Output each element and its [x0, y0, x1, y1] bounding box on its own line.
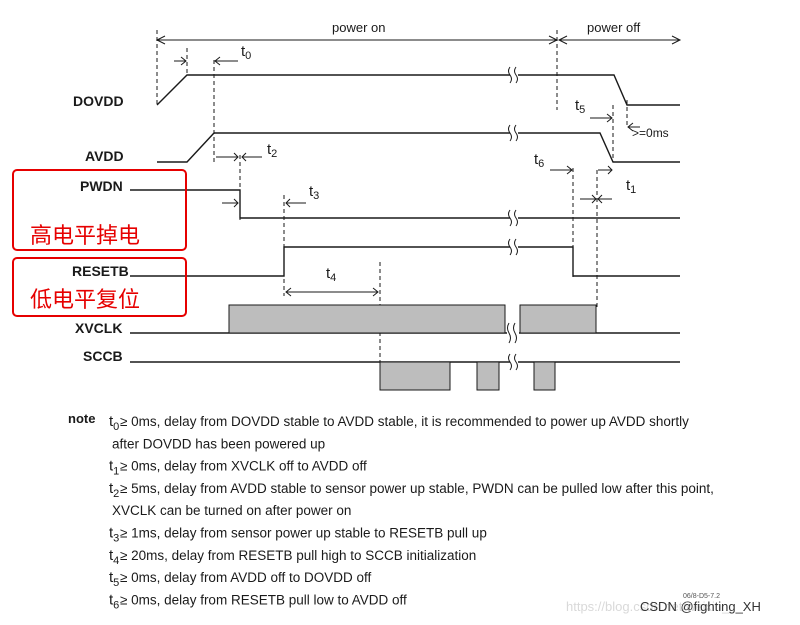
- sccb-transaction-block-2: [476, 361, 500, 391]
- note-timing-symbol: t0: [109, 413, 119, 433]
- note-timing-symbol: t1: [109, 458, 119, 478]
- xvclk-active-block-1: [228, 304, 506, 334]
- t6-left-arrowhead: [566, 165, 573, 175]
- ge0ms-label: >=0ms: [632, 126, 669, 140]
- note-timing-symbol: t4: [109, 547, 119, 567]
- signal-label-resetb: RESETB: [72, 263, 129, 279]
- signal-label-avdd: AVDD: [85, 148, 124, 164]
- timing-labels: t0 t2 t3 t4 t5 t6 t1 >=0ms: [241, 43, 669, 284]
- note-key: note: [68, 411, 95, 426]
- signal-label-sccb: SCCB: [83, 348, 123, 364]
- resetb-annotation-box: [12, 257, 187, 317]
- timing-arrows: [174, 56, 640, 297]
- note-line: ≥ 1ms, delay from sensor power up stable…: [120, 526, 487, 541]
- t4-left-arrowhead: [285, 287, 292, 297]
- t3-left-arrowhead: [233, 198, 239, 208]
- time-break-marks: [507, 66, 519, 371]
- note-line: after DOVDD has been powered up: [112, 436, 325, 451]
- t3-label: t3: [309, 183, 319, 202]
- t2-left-arrowhead: [233, 152, 239, 162]
- break-mark-dovdd: [508, 66, 518, 84]
- xvclk-active-block-2: [519, 304, 597, 334]
- signal-label-xvclk: XVCLK: [75, 320, 122, 336]
- note-line: ≥ 20ms, delay from RESETB pull high to S…: [120, 548, 476, 563]
- pwdn-annotation-text: 高电平掉电: [30, 224, 140, 249]
- waveform-dovdd: [156, 74, 510, 106]
- note-line: ≥ 0ms, delay from RESETB pull low to AVD…: [120, 592, 407, 607]
- note-line: ≥ 0ms, delay from XVCLK off to AVDD off: [120, 459, 367, 474]
- note-line: XVCLK can be turned on after power on: [112, 503, 351, 518]
- break-mark-pwdn: [508, 209, 518, 227]
- waveform-avdd-after-break: [518, 132, 680, 163]
- resetb-annotation-text: 低电平复位: [30, 288, 140, 313]
- sccb-transaction-block-3: [533, 361, 556, 391]
- t2-label: t2: [267, 141, 277, 160]
- ge0ms-arrowhead: [627, 122, 634, 132]
- t5-left-arrowhead: [606, 113, 613, 123]
- t2-right-arrowhead: [241, 152, 247, 162]
- signal-label-pwdn: PWDN: [80, 178, 123, 194]
- t3-right-arrowhead: [285, 198, 291, 208]
- t1-left-arrowhead: [597, 194, 603, 204]
- power-off-label: power off: [587, 20, 641, 35]
- note-line: ≥ 0ms, delay from AVDD off to DOVDD off: [120, 570, 371, 585]
- t1-right-arrowhead: [591, 194, 597, 204]
- sccb-transaction-block-1: [379, 361, 451, 391]
- t0-left-arrowhead: [180, 56, 187, 66]
- pwdn-annotation-box: [12, 169, 187, 251]
- t5-label: t5: [575, 97, 585, 116]
- red-annotations: 高电平掉电 低电平复位: [12, 169, 187, 317]
- signal-label-dovdd: DOVDD: [73, 93, 124, 109]
- break-mark-sccb: [508, 353, 518, 371]
- csdn-credit: CSDN @fighting_XH: [640, 599, 761, 614]
- waveform-resetb: [130, 246, 510, 277]
- faded-watermark: https://blog.csdn.net/weixin_: [566, 599, 730, 614]
- t4-right-arrowhead: [372, 287, 379, 297]
- waveform-dovdd-after-break: [518, 74, 680, 106]
- note-line: ≥ 0ms, delay from DOVDD stable to AVDD s…: [120, 414, 689, 429]
- waveforms: [130, 74, 680, 391]
- t0-right-arrowhead: [214, 56, 221, 66]
- break-mark-resetb: [508, 238, 518, 256]
- figure-reference-code: 06/8-D5-7.2: [683, 593, 720, 600]
- note-section: note t0 ≥ 0ms, delay from DOVDD stable t…: [68, 411, 714, 611]
- signal-labels: DOVDD AVDD PWDN RESETB XVCLK SCCB: [72, 93, 129, 364]
- t6-right-arrowhead: [607, 165, 613, 175]
- power-off-right-arrowhead: [671, 35, 682, 45]
- waveform-avdd: [157, 132, 510, 163]
- t1-label: t1: [626, 177, 636, 196]
- waveform-resetb-after-break: [518, 246, 680, 277]
- phase-header: power on power off: [155, 20, 682, 45]
- t4-label: t4: [326, 265, 336, 284]
- note-timing-symbol: t6: [109, 591, 119, 611]
- break-mark-avdd: [508, 124, 518, 142]
- note-timing-symbol: t5: [109, 569, 119, 589]
- t6-label: t6: [534, 151, 544, 170]
- note-lines: t0 ≥ 0ms, delay from DOVDD stable to AVD…: [109, 413, 714, 611]
- note-line: ≥ 5ms, delay from AVDD stable to sensor …: [120, 481, 714, 496]
- note-timing-symbol: t3: [109, 525, 119, 545]
- power-on-label: power on: [332, 20, 385, 35]
- t0-label: t0: [241, 43, 251, 62]
- power-off-left-arrowhead: [557, 35, 568, 45]
- note-timing-symbol: t2: [109, 480, 119, 500]
- break-mark-xvclk: [507, 321, 519, 345]
